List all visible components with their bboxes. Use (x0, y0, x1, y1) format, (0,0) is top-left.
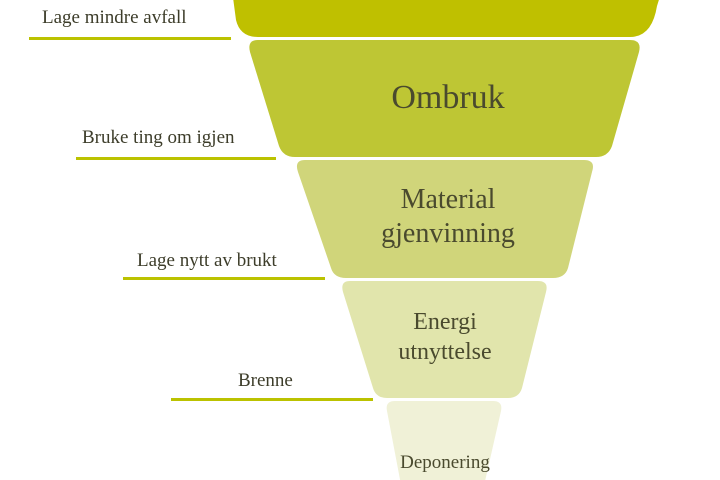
label-underline-reuse (76, 157, 276, 160)
level-title-line-1: Material (400, 184, 496, 215)
pyramid-level-ombruk (249, 40, 640, 157)
side-label-recycle: Lage nytt av brukt (137, 250, 277, 271)
pyramid-level-deponering (386, 401, 502, 480)
pyramid-level-energiutnyttelse (342, 281, 547, 398)
level-title-energiutnyttelse: Energi utnyttelse (360, 307, 530, 367)
level-title-line-2: utnyttelse (398, 339, 492, 365)
pyramid-level-reduksjon (233, 0, 659, 37)
level-title-deponering: Deponering (400, 452, 490, 473)
level-title-line-2: gjenvinning (381, 218, 515, 249)
label-underline-burn (171, 398, 373, 401)
level-title-line-1: Energi (413, 309, 477, 335)
level-title-materialgjenvinning: Material gjenvinning (330, 183, 566, 251)
level-title-ombruk: Ombruk (391, 79, 505, 116)
side-label-burn: Brenne (238, 370, 293, 391)
label-underline-recycle (123, 277, 325, 280)
label-underline-reduce (29, 37, 231, 40)
pyramid-level-materialgjenvinning (296, 160, 593, 278)
side-label-reduce: Lage mindre avfall (42, 7, 187, 28)
side-label-reuse: Bruke ting om igjen (82, 127, 235, 148)
